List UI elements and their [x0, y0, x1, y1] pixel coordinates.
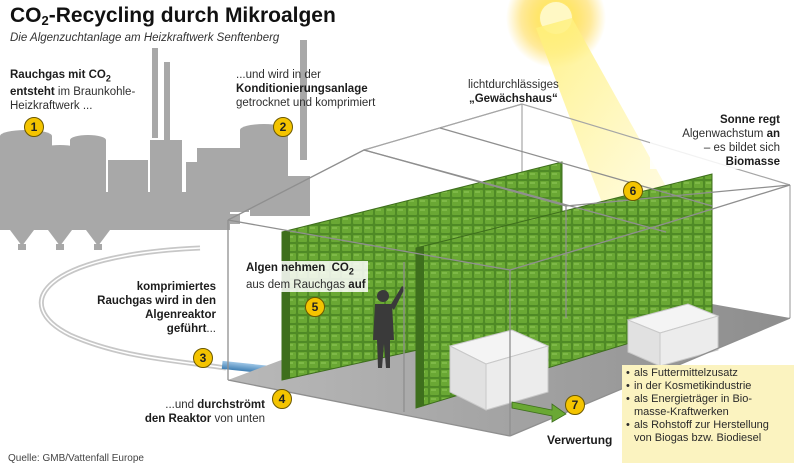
step-badge-3: 3: [193, 348, 213, 368]
step-badge-6: 6: [623, 181, 643, 201]
step2-label: ...und wird in der Konditionierungsanlag…: [236, 69, 376, 109]
step3-label: komprimiertes Rauchgas wird in den Algen…: [97, 281, 216, 335]
power-plant-silhouette: [0, 40, 310, 250]
step-badge-5: 5: [305, 297, 325, 317]
output-arrow: [511, 401, 567, 423]
use-item-continued: masse-Kraftwerken: [634, 406, 729, 418]
step6-label: Sonne regt Algenwachstum an – es bildet …: [650, 113, 780, 169]
sun-beam: [536, 18, 668, 208]
biomass-uses-box: als Futtermittelzusatz in der Kosmetikin…: [622, 365, 794, 463]
use-item-continued: von Biogas bzw. Biodiesel: [634, 432, 762, 444]
person-silhouette: [373, 286, 405, 368]
page-title: CO2-Recycling durch Mikroalgen: [10, 4, 336, 28]
step5-label: Algen nehmen CO2 aus dem Rauchgas auf: [244, 261, 368, 293]
greenhouse-label: lichtdurchlässiges „Gewächshaus“: [468, 79, 559, 105]
step4-label: ...und durchströmt den Reaktor von unten: [144, 399, 265, 425]
flue-gas-pipe-inner: [40, 247, 227, 369]
step-badge-2: 2: [273, 117, 293, 137]
use-item: als Energieträger in Bio-: [626, 393, 790, 406]
biomass-block-left: [448, 329, 550, 411]
step-badge-7: 7: [565, 395, 585, 415]
use-item: in der Kosmetikindustrie: [626, 380, 790, 393]
step1-label: Rauchgas mit CO2 entsteht im Braunkohle-…: [10, 69, 136, 113]
step-badge-4: 4: [272, 389, 292, 409]
use-item: als Futtermittelzusatz: [626, 367, 790, 380]
biomass-block-right: [626, 303, 720, 367]
step-badge-1: 1: [24, 117, 44, 137]
page-subtitle: Die Algenzuchtanlage am Heizkraftwerk Se…: [10, 32, 280, 44]
source-credit: Quelle: GMB/Vattenfall Europe: [8, 453, 144, 464]
verwertung-label: Verwertung: [547, 433, 613, 447]
use-item: als Rohstoff zur Herstellung: [626, 419, 790, 432]
